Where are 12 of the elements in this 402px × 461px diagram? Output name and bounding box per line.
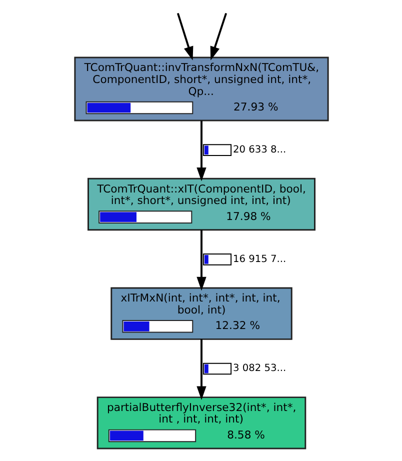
arrow bbox=[196, 339, 206, 400]
edge-label: 16 915 7... bbox=[232, 254, 286, 265]
node-box: TComTrQuant::invTransformNxN(TComTU&, ComponentID, short*, unsigned int, int*, Qp... 27.93 % bbox=[74, 56, 328, 122]
arrow bbox=[176, 12, 193, 60]
arrow bbox=[210, 12, 227, 60]
node-box: partialButterflyInverse32(int*, int*, int , int, int, int) 8.58 % bbox=[96, 396, 306, 450]
edge-label: 20 633 8... bbox=[232, 144, 286, 156]
node-box: xITrMxN(int, int*, int*, int, int, bool, int) 12.32 % bbox=[110, 287, 292, 340]
arrow bbox=[196, 230, 206, 291]
node-box: TComTrQuant::xIT(ComponentID, bool, int*, short*, unsigned int, int, int) 17.98 % bbox=[87, 178, 315, 231]
arrow bbox=[196, 120, 206, 182]
edge-label: 3 082 53... bbox=[232, 363, 286, 374]
